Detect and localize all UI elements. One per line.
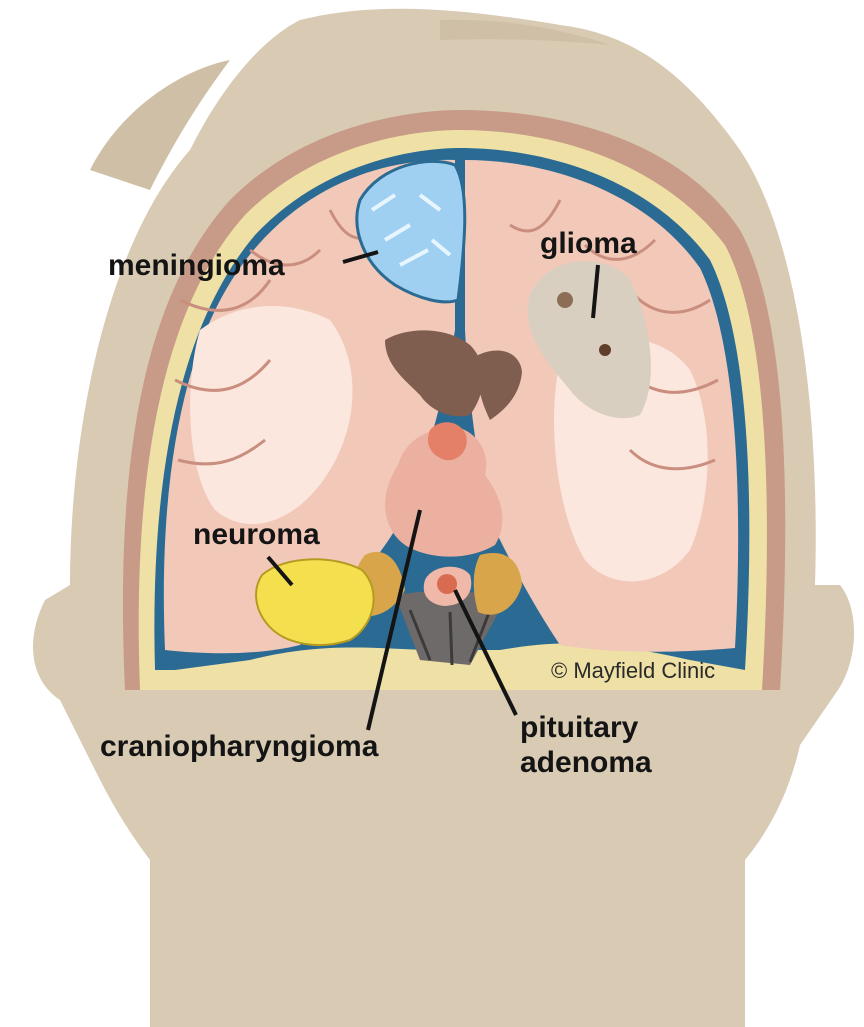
- copyright-credit: © Mayfield Clinic: [551, 658, 715, 683]
- glioma-spot-2: [599, 344, 611, 356]
- label-craniopharyngioma: craniopharyngioma: [100, 730, 379, 763]
- label-neuroma: neuroma: [193, 518, 320, 551]
- glioma-spot-1: [557, 292, 573, 308]
- label-meningioma: meningioma: [108, 249, 285, 282]
- label-pituitary-line2: adenoma: [520, 746, 652, 779]
- label-glioma: glioma: [540, 227, 637, 260]
- label-pituitary-line1: pituitary: [520, 711, 639, 744]
